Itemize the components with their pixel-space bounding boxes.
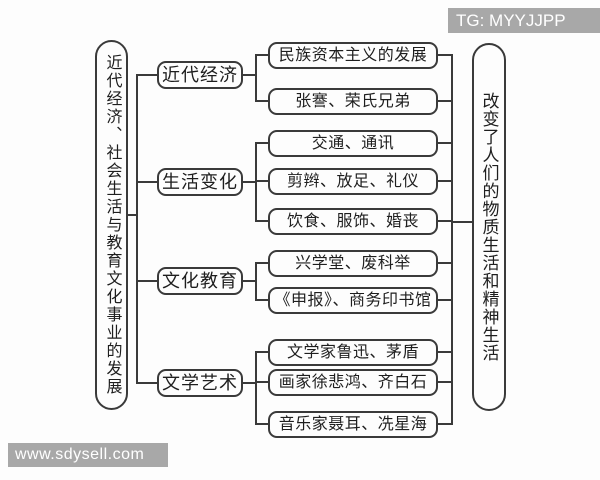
child-box-national-capitalism: 民族资本主义的发展 (268, 42, 438, 69)
connector-child2 (255, 100, 268, 102)
watermark-bottom-left: www.sdysell.com (8, 443, 168, 467)
connector-root-trunk (126, 214, 137, 216)
connector-collector-conclusion (451, 221, 472, 223)
branch-box-modern-economy: 近代经济 (157, 61, 243, 89)
connector-collector5 (438, 220, 453, 222)
child-box-painters-xubeihong-qibaishi: 画家徐悲鸿、齐白石 (268, 369, 438, 396)
child-box-transport-communication: 交通、通讯 (268, 130, 438, 157)
connector-collector6 (438, 262, 453, 264)
connector-branch4-bracket (243, 382, 257, 384)
connector-child3 (255, 142, 268, 144)
connector-child9 (255, 381, 268, 383)
trunk-line (136, 74, 138, 384)
connector-child4 (255, 180, 268, 182)
child-box-schools-imperial-exam: 兴学堂、废科举 (268, 250, 438, 277)
branch-box-literature-art: 文学艺术 (157, 369, 243, 397)
child-box-musicians-nieer-xianxinghai: 音乐家聂耳、冼星海 (268, 411, 438, 438)
connector-child6 (255, 262, 268, 264)
bracket-branch1 (255, 54, 257, 102)
connector-branch1-bracket (243, 74, 257, 76)
child-box-zhangjian-rong-brothers: 张謇、荣氏兄弟 (268, 88, 438, 115)
connector-child1 (255, 54, 268, 56)
connector-trunk-branch4 (136, 382, 157, 384)
connector-collector4 (438, 180, 453, 182)
connector-collector1 (438, 54, 453, 56)
connector-child8 (255, 351, 268, 353)
connector-child5 (255, 220, 268, 222)
connector-branch2-bracket (243, 181, 257, 183)
conclusion-box: 改变了人们的物质生活和精神生活 (472, 43, 506, 411)
branch-box-culture-education: 文化教育 (157, 267, 243, 295)
connector-branch3-bracket (243, 280, 257, 282)
connector-collector9 (438, 381, 453, 383)
connector-collector10 (438, 423, 453, 425)
connector-trunk-branch3 (136, 280, 157, 282)
connector-child7 (255, 299, 268, 301)
connector-collector8 (438, 351, 453, 353)
connector-collector7 (438, 299, 453, 301)
connector-trunk-branch2 (136, 181, 157, 183)
watermark-top-right: TG: MYYJJPP (448, 8, 600, 33)
child-box-haircut-footbinding-etiquette: 剪辫、放足、礼仪 (268, 168, 438, 195)
bracket-branch3 (255, 262, 257, 301)
bracket-branch4 (255, 351, 257, 425)
child-box-food-clothing-customs: 饮食、服饰、婚丧 (268, 208, 438, 235)
branch-box-life-changes: 生活变化 (157, 168, 243, 196)
connector-collector3 (438, 142, 453, 144)
collector-line (451, 54, 453, 425)
bracket-branch2 (255, 142, 257, 222)
connector-collector2 (438, 100, 453, 102)
child-box-shenbao-commercial-press: 《申报》、商务印书馆 (268, 287, 438, 314)
child-box-writers-luxun-maodun: 文学家鲁迅、茅盾 (268, 339, 438, 366)
connector-child10 (255, 423, 268, 425)
root-topic-box: 近代经济、社会生活与教育文化事业的发展 (95, 40, 128, 410)
connector-trunk-branch1 (136, 74, 157, 76)
